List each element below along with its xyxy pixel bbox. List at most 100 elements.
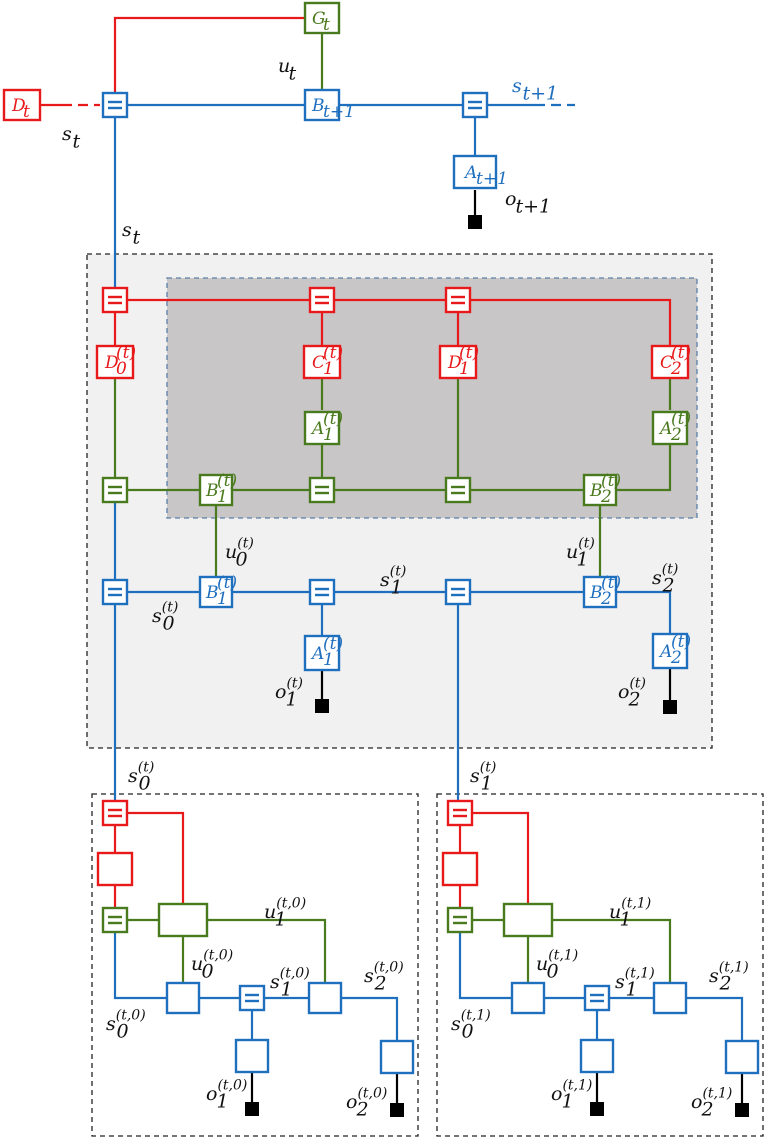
br-label-s1-base: s(t,1) <box>615 966 655 994</box>
eq-mid-blue-0: = <box>101 578 129 606</box>
bl-label-o2: o(t,0)2 <box>346 1086 387 1121</box>
node-c1-label: C <box>312 353 325 373</box>
node-b2-green: B(t)2 <box>582 471 621 507</box>
node-b2-blue-sub: 2 <box>600 589 612 609</box>
node-d1-label: D <box>447 353 462 373</box>
label-s0-out: s(t)0 <box>128 760 154 795</box>
bl-label-s0: s(t,0)0 <box>106 1008 146 1043</box>
br-label-s2-sub: 2 <box>718 973 731 995</box>
node-c1-sub: 1 <box>323 359 334 379</box>
br-label-s1-sub: 1 <box>625 979 637 1001</box>
bl-node-green <box>157 902 209 938</box>
br-label-s1: s(t,1)1 <box>615 966 655 1001</box>
factor-o2 <box>663 700 677 714</box>
label-s-t-left-sub: t <box>72 131 80 153</box>
node-a1-blue-sup: (t) <box>323 634 343 654</box>
node-g-t: Gt <box>303 1 341 35</box>
label-s1: s(t)1 <box>380 564 406 599</box>
bl-label-s1-sub: 1 <box>280 979 292 1001</box>
node-a2-green-label: A <box>658 419 672 439</box>
label-s0-out-base: s(t) <box>128 760 154 788</box>
node-d1-sup: (t) <box>459 343 479 363</box>
br-node-b1 <box>510 981 546 1015</box>
bl-label-o1-base: o(t,0) <box>206 1078 247 1106</box>
node-d-t: Dt <box>2 88 42 122</box>
label-u0: u(t)0 <box>225 536 254 571</box>
eq-mid-red-1: = <box>308 286 336 314</box>
node-a1-green: A(t)1 <box>303 409 343 446</box>
br-label-s0: s(t,1)0 <box>451 1008 491 1043</box>
node-b1-green-label: B <box>205 481 219 501</box>
label-u1: u(t)1 <box>566 536 595 571</box>
bl-label-o1-sub: 1 <box>216 1091 228 1113</box>
bl-label-s1-base: s(t,0) <box>270 966 310 994</box>
br-label-u1-sub: 1 <box>619 909 631 931</box>
br-edge-red-top <box>472 811 530 905</box>
br-label-u1: u(t,1)1 <box>609 896 651 931</box>
label-s0-base: s(t) <box>152 600 178 628</box>
node-c2-label: C <box>660 353 673 373</box>
label-u-t: ut <box>278 55 296 85</box>
node-c2: C(t)2 <box>650 343 691 380</box>
eq-mid-green-0: = <box>101 476 129 504</box>
node-d0-sub: 0 <box>116 359 127 379</box>
node-b2-green-sub: 2 <box>600 487 612 507</box>
br-label-o1-base: o(t,1) <box>551 1078 592 1106</box>
bl-label-u1-base: u(t,0) <box>264 896 306 924</box>
bottom-left-region <box>91 793 419 1137</box>
node-b1-blue: B(t)1 <box>198 573 237 609</box>
br-label-u1-base: u(t,1) <box>609 896 651 924</box>
label-s-t-left-base: s <box>62 123 72 145</box>
node-g-t-sub: t <box>323 15 330 35</box>
bl-edge-red-top <box>127 811 185 905</box>
bl-node-b2 <box>307 981 343 1015</box>
br-edge-s0 <box>458 932 512 1000</box>
node-g-t-label: G <box>312 9 326 29</box>
br-node-green <box>502 902 554 938</box>
br-edge-u1 <box>552 918 672 983</box>
label-o-t1-base: o <box>505 188 516 210</box>
bl-node-a1 <box>234 1038 270 1074</box>
eq-mid-blue-2: = <box>444 578 472 606</box>
bl-label-u1: u(t,0)1 <box>264 896 306 931</box>
label-u0-sub: 0 <box>235 549 247 571</box>
label-s2-base: s(t) <box>652 562 678 590</box>
node-a1-green-sup: (t) <box>323 409 343 429</box>
node-a2-green-sub: 2 <box>670 425 682 445</box>
eq-mid-green-2: = <box>444 476 472 504</box>
br-label-s2: s(t,1)2 <box>709 960 749 995</box>
br-node-red <box>441 851 479 887</box>
label-o2: o(t)2 <box>618 676 646 711</box>
br-factor-o1 <box>590 1102 604 1116</box>
node-a-t1: At+1 <box>452 154 508 190</box>
bl-edge-s2 <box>340 996 399 1040</box>
br-eq-blue: = <box>583 984 611 1012</box>
node-a1-blue-label: A <box>310 644 324 664</box>
factor-o-t1 <box>468 215 482 229</box>
br-label-o2-base: o(t,1) <box>691 1086 732 1114</box>
bl-eq-green: = <box>101 906 129 934</box>
node-b-t1-sub: t+1 <box>323 102 355 122</box>
br-label-u0: u(t,1)0 <box>536 948 578 983</box>
br-label-s0-base: s(t,1) <box>451 1008 491 1036</box>
edge-g-t-red <box>113 16 308 94</box>
node-b1-blue-sup: (t) <box>217 573 237 593</box>
node-d0-label: D <box>104 353 119 373</box>
br-label-o1: o(t,1)1 <box>551 1078 592 1113</box>
edge-s2 <box>615 590 672 633</box>
eq-top-left: = <box>101 91 129 119</box>
node-b2-green-label: B <box>589 481 603 501</box>
bl-label-o2-base: o(t,0) <box>346 1086 387 1114</box>
br-label-o1-sub: 1 <box>561 1091 573 1113</box>
node-a-t1-label: A <box>463 163 477 183</box>
br-eq-red: = <box>446 799 474 827</box>
br-label-s0-sub: 0 <box>461 1021 473 1043</box>
br-label-u0-sub: 0 <box>546 961 558 983</box>
br-factor-o2 <box>735 1103 749 1117</box>
label-s1-out-base: s(t) <box>470 760 496 788</box>
label-u0-base: u(t) <box>225 536 254 564</box>
br-edge-s2 <box>685 996 744 1040</box>
bl-label-s2-sub: 2 <box>373 973 386 995</box>
